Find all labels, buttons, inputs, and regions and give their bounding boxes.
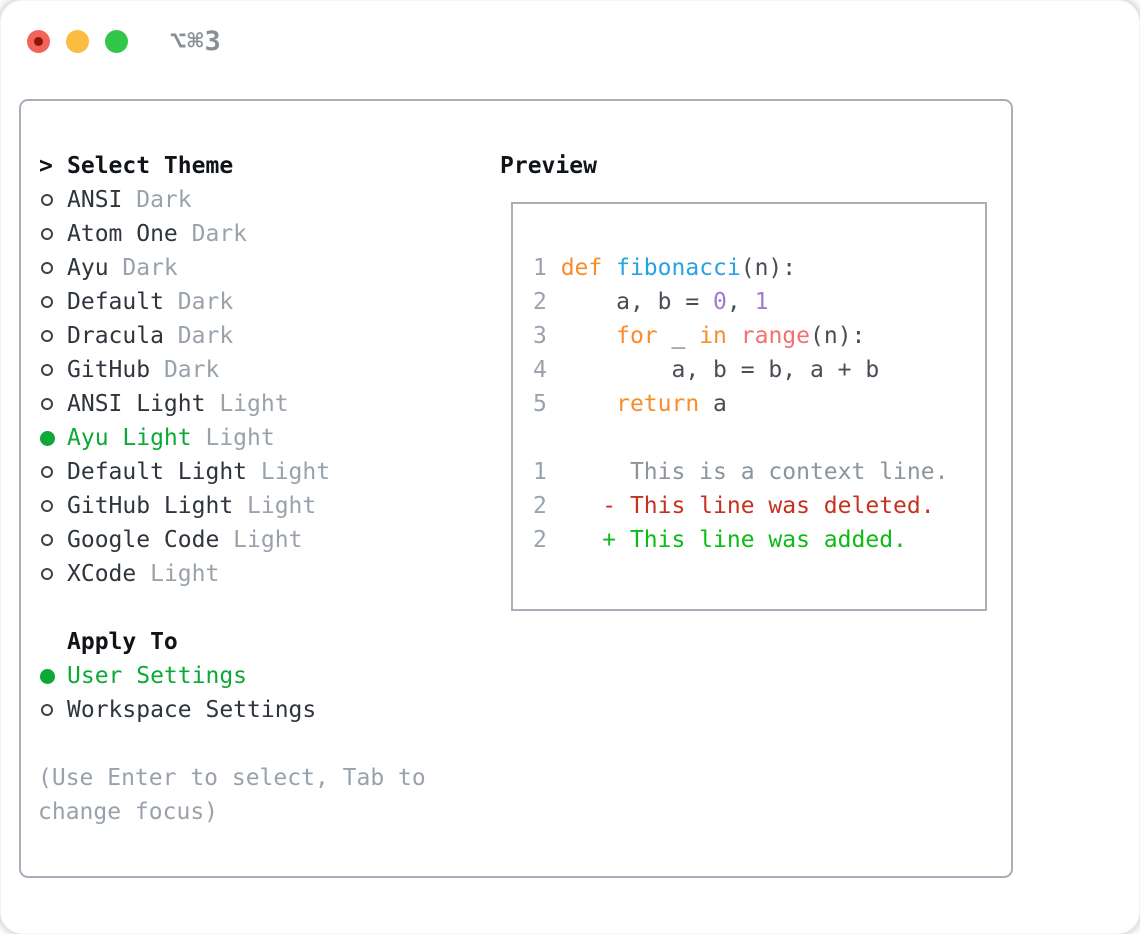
maximize-button[interactable] (105, 30, 128, 53)
theme-picker-panel: > Select Theme ANSI Dark Atom One Dark A… (19, 99, 1013, 878)
theme-option-name: Ayu Light (67, 425, 192, 451)
theme-option-tag: Light (191, 425, 275, 451)
radio-icon (41, 296, 53, 308)
theme-list: ANSI Dark Atom One Dark Ayu Dark Default… (38, 183, 488, 591)
radio-icon (41, 568, 53, 580)
theme-option[interactable]: Google Code Light (38, 523, 488, 557)
theme-list-section: > Select Theme ANSI Dark Atom One Dark A… (38, 149, 488, 829)
code-preview: 1 def fibonacci(n): 2 a, b = 0, 1 3 for _ … (513, 204, 985, 557)
apply-to-option[interactable]: User Settings (38, 659, 488, 693)
apply-to-header: Apply To (38, 625, 488, 659)
theme-option-tag: Light (219, 527, 303, 553)
theme-option-tag: Light (233, 493, 317, 519)
radio-icon (41, 500, 53, 512)
radio-icon (41, 534, 53, 546)
theme-option[interactable]: Dracula Dark (38, 319, 488, 353)
radio-icon (41, 364, 53, 376)
code-line: 2 - This line was deleted. (533, 493, 935, 519)
code-line: 2 a, b = 0, 1 (533, 289, 769, 315)
theme-option-tag: Light (205, 391, 289, 417)
apply-to-option-name: User Settings (67, 663, 248, 689)
code-line: 5 return a (533, 391, 727, 417)
help-line-2: change focus) (38, 799, 219, 825)
theme-option[interactable]: XCode Light (38, 557, 488, 591)
close-button[interactable] (27, 30, 50, 53)
theme-option[interactable]: GitHub Dark (38, 353, 488, 387)
radio-icon (41, 194, 53, 206)
theme-option[interactable]: Ayu Dark (38, 251, 488, 285)
apply-to-option[interactable]: Workspace Settings (38, 693, 488, 727)
theme-option[interactable]: Ayu Light Light (38, 421, 488, 455)
code-line: 2 + This line was added. (533, 527, 907, 553)
preview-box: 1 def fibonacci(n): 2 a, b = 0, 1 3 for _ … (511, 202, 987, 611)
radio-icon (41, 704, 53, 716)
apply-to-title: Apply To (67, 629, 178, 655)
radio-icon (41, 228, 53, 240)
radio-icon (41, 330, 53, 342)
theme-option[interactable]: GitHub Light Light (38, 489, 488, 523)
theme-option-tag: Dark (177, 221, 248, 247)
theme-option[interactable]: ANSI Dark (38, 183, 488, 217)
theme-option-name: Atom One (67, 221, 178, 247)
code-line: 3 for _ in range(n): (533, 323, 866, 349)
apply-to-option-name: Workspace Settings (67, 697, 317, 723)
theme-option-tag: Dark (163, 323, 234, 349)
theme-option-name: Default Light (67, 459, 248, 485)
close-button-dot-icon (34, 37, 43, 46)
theme-option[interactable]: Default Light Light (38, 455, 488, 489)
theme-option-tag: Dark (108, 255, 178, 281)
theme-option-name: Google Code (67, 527, 220, 553)
minimize-button[interactable] (66, 30, 89, 53)
theme-list-header: > Select Theme (38, 149, 488, 183)
select-theme-title: Select Theme (67, 153, 234, 179)
apply-to-list: User Settings Workspace Settings (38, 659, 488, 727)
theme-option-name: Default (67, 289, 164, 315)
titlebar: ⌥⌘3 (27, 26, 222, 57)
theme-option-name: ANSI (67, 187, 123, 213)
radio-icon (40, 668, 55, 684)
theme-option-tag: Dark (163, 289, 234, 315)
help-line-1: (Use Enter to select, Tab to (38, 765, 426, 791)
code-line: 1 def fibonacci(n): (533, 255, 797, 281)
theme-option-tag: Light (247, 459, 331, 485)
theme-option-tag: Light (136, 561, 220, 587)
help-text: (Use Enter to select, Tab to change focu… (38, 761, 488, 829)
theme-option-tag: Dark (122, 187, 192, 213)
theme-option-name: GitHub (67, 357, 151, 383)
theme-option-name: Dracula (67, 323, 164, 349)
theme-option[interactable]: Default Dark (38, 285, 488, 319)
radio-icon (41, 466, 53, 478)
theme-option-name: ANSI Light (67, 391, 206, 417)
window-shortcut-label: ⌥⌘3 (170, 26, 222, 57)
code-line: 4 a, b = b, a + b (533, 357, 880, 383)
code-line: 1 This is a context line. (533, 459, 949, 485)
radio-icon (40, 430, 55, 446)
cursor-arrow-icon: > (39, 153, 53, 179)
theme-option[interactable]: ANSI Light Light (38, 387, 488, 421)
code-line (533, 421, 985, 455)
radio-icon (41, 398, 53, 410)
spacer (38, 591, 488, 625)
spacer (38, 727, 488, 761)
theme-option-name: Ayu (67, 255, 109, 281)
preview-title: Preview (500, 153, 597, 179)
theme-option-tag: Dark (150, 357, 220, 383)
theme-option-name: GitHub Light (67, 493, 234, 519)
theme-option-name: XCode (67, 561, 137, 587)
radio-icon (41, 262, 53, 274)
theme-option[interactable]: Atom One Dark (38, 217, 488, 251)
